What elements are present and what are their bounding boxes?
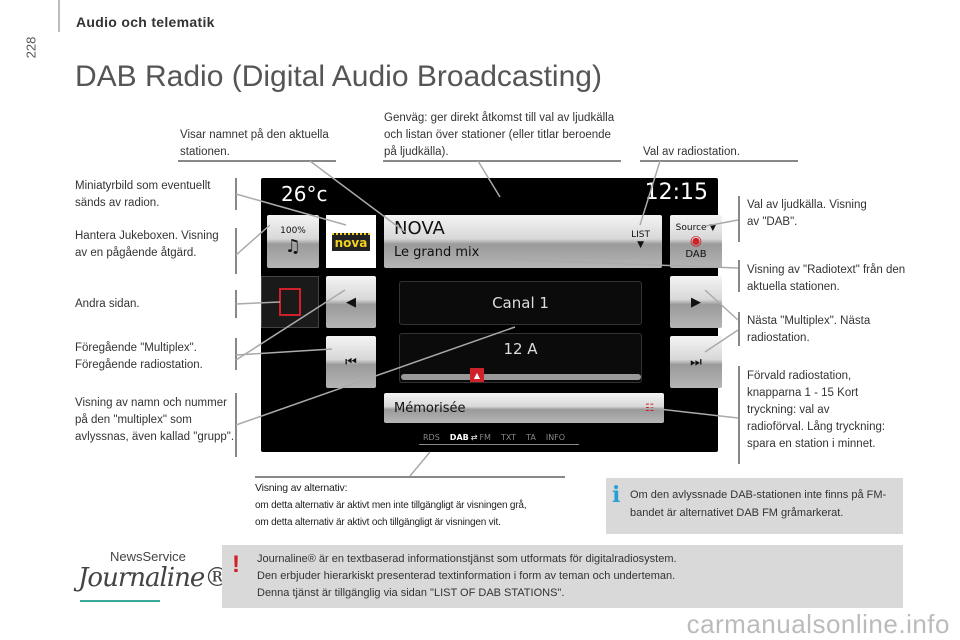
- prev-station-button[interactable]: ◀: [326, 276, 376, 328]
- callout-thumbnail: Miniatyrbild som eventuellt sänds av rad…: [75, 180, 211, 209]
- warning-icon: !: [232, 551, 240, 578]
- slider-handle-icon[interactable]: ▲: [470, 368, 484, 382]
- jukebox-icon: ♫: [284, 236, 302, 257]
- divider: [235, 178, 237, 210]
- temperature: 26°c: [281, 182, 328, 206]
- page-switch-icon: [279, 288, 301, 316]
- callout-radiotext: Visning av "Radiotext" från den aktuella…: [747, 264, 906, 293]
- journaline-logo: NewsService Journaline®: [72, 545, 230, 607]
- margin-line: [58, 0, 60, 32]
- section-title: Audio och telematik: [76, 14, 215, 30]
- divider: [738, 196, 740, 242]
- callout-next-multiplex: Nästa "Multiplex". Nästa radiostation.: [747, 315, 871, 344]
- station-thumbnail: nova: [326, 215, 376, 268]
- warning-line: Denna tjänst är tillgänglig via sidan "L…: [257, 587, 565, 599]
- alternatives-line: om detta alternativ är aktivt och tillgä…: [255, 517, 501, 528]
- options-bar: RDS DAB ⇄ FM TXT TA INFO: [419, 433, 580, 445]
- divider: [640, 160, 798, 162]
- divider: [738, 366, 740, 464]
- station-logo: nova: [331, 232, 371, 251]
- option-rds: RDS: [423, 433, 440, 442]
- page-title: DAB Radio (Digital Audio Broadcasting): [75, 60, 602, 93]
- callout-station-select: Val av radiostation.: [643, 146, 740, 158]
- multiplex-label: 12 A: [503, 340, 538, 358]
- list-label: LIST▼: [631, 230, 650, 250]
- option-fm: FM: [479, 433, 491, 442]
- arrow-left-icon: ◀: [346, 294, 356, 310]
- radiotext: Le grand mix: [394, 245, 480, 260]
- radio-screen: 26°c 12:15 100% ♫ nova NOVA Le grand mix…: [261, 178, 722, 452]
- logo-text: NewsService: [110, 549, 186, 564]
- jukebox-button[interactable]: 100% ♫: [267, 215, 319, 268]
- warning-box: ! Journaline® är en textbaserad informat…: [222, 545, 903, 608]
- next-station-button[interactable]: ▶: [670, 276, 722, 328]
- callout-prev-multiplex: Föregående "Multiplex". Föregående radio…: [75, 342, 203, 371]
- arrow-right-icon: ▶: [691, 294, 701, 310]
- divider: [235, 290, 237, 318]
- source-label: Source ▼: [675, 223, 717, 233]
- logo-text: Journaline®: [78, 563, 230, 593]
- skip-forward-icon: ⏭: [690, 354, 702, 370]
- callout-shortcut: Genväg: ger direkt åtkomst till val av l…: [384, 112, 615, 158]
- info-text: Om den avlyssnade DAB-stationen inte fin…: [630, 489, 887, 519]
- station-list-button[interactable]: NOVA Le grand mix LIST▼: [384, 215, 662, 268]
- preset-label: Mémorisée: [394, 400, 466, 416]
- antenna-icon: ◉: [689, 233, 703, 249]
- warning-line: Journaline® är en textbaserad informatio…: [257, 553, 677, 565]
- divider: [178, 160, 336, 162]
- second-page-button[interactable]: [261, 276, 319, 328]
- next-multiplex-button[interactable]: ⏭: [670, 336, 722, 388]
- divider: [255, 476, 565, 478]
- source-type: DAB: [685, 249, 707, 260]
- option-dab: DAB: [449, 433, 469, 442]
- alternatives-note: Visning av alternativ: om detta alternat…: [255, 480, 527, 531]
- callout-jukebox: Hantera Jukeboxen. Visning av en pågåend…: [75, 230, 219, 259]
- divider: [738, 260, 740, 292]
- divider: [235, 228, 237, 274]
- station-name: NOVA: [394, 218, 445, 239]
- callout-presets: Förvald radiostation, knapparna 1 - 15 K…: [747, 370, 886, 450]
- alternatives-title: Visning av alternativ:: [255, 482, 348, 494]
- callout-source: Val av ljudkälla. Visning av "DAB".: [747, 199, 867, 228]
- jukebox-percent: 100%: [280, 226, 306, 236]
- channel-display: Canal 1: [399, 281, 642, 325]
- switch-icon: ⇄: [470, 433, 478, 442]
- divider: [383, 160, 621, 162]
- divider: [738, 312, 740, 346]
- alternatives-line: om detta alternativ är aktivt men inte t…: [255, 500, 527, 511]
- preset-button[interactable]: Mémorisée ☷: [384, 393, 664, 423]
- page-number: 228: [23, 36, 39, 59]
- option-info: INFO: [545, 433, 566, 442]
- option-txt: TXT: [500, 433, 517, 442]
- chevron-down-icon: ▼: [637, 240, 645, 250]
- option-ta: TA: [526, 433, 536, 442]
- logo-underline: [80, 600, 160, 602]
- preset-slider[interactable]: [401, 374, 641, 380]
- callout-multiplex-name: Visning av namn och nummer på den "multi…: [75, 397, 235, 443]
- info-box: i Om den avlyssnade DAB-stationen inte f…: [606, 478, 903, 534]
- source-button[interactable]: Source ▼ ◉ DAB: [670, 215, 722, 268]
- preset-list-icon: ☷: [645, 402, 654, 414]
- watermark: carmanualsonline.info: [686, 609, 950, 639]
- divider: [235, 338, 237, 370]
- info-icon: i: [612, 482, 621, 508]
- divider: [235, 393, 237, 457]
- callout-station-name: Visar namnet på den aktuella stationen.: [180, 129, 329, 158]
- skip-back-icon: ⏮: [345, 354, 357, 370]
- prev-multiplex-button[interactable]: ⏮: [326, 336, 376, 388]
- clock: 12:15: [644, 180, 708, 205]
- callout-second-page: Andra sidan.: [75, 298, 140, 310]
- warning-line: Den erbjuder hierarkiskt presenterad tex…: [257, 570, 676, 582]
